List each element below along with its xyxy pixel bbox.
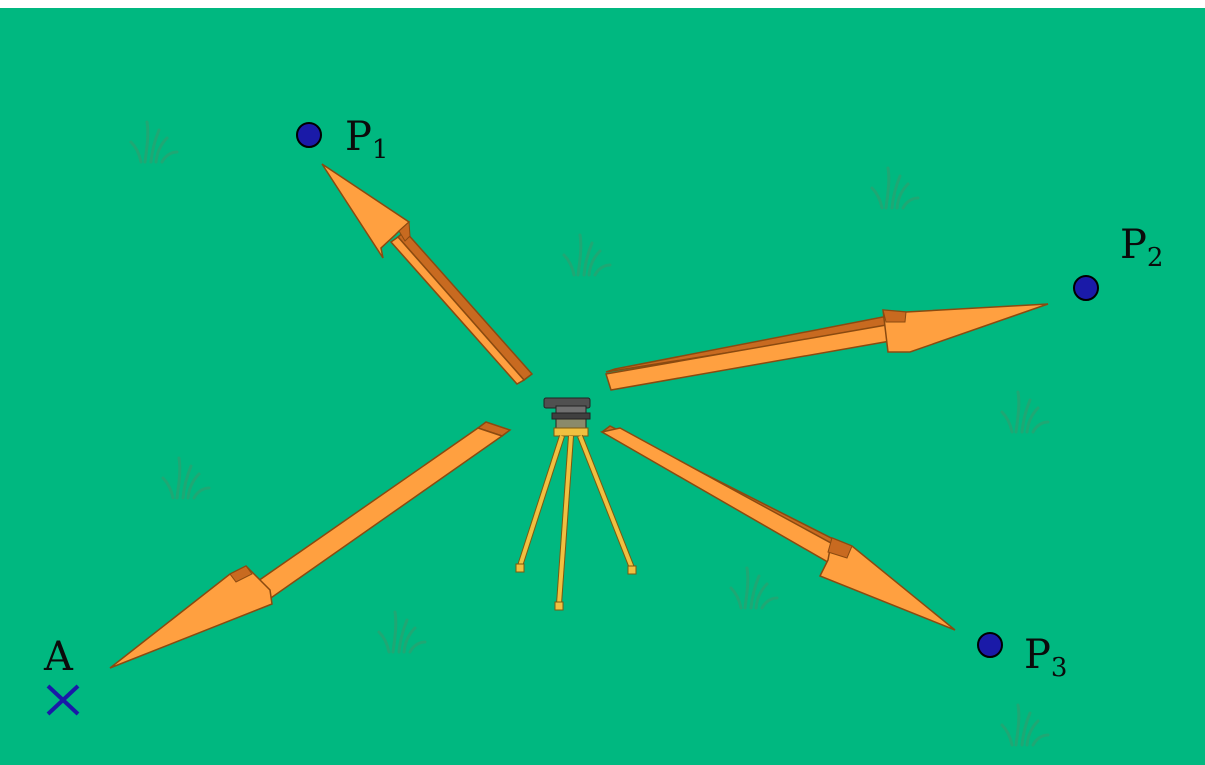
point-p1 [296,122,322,148]
point-p3 [977,632,1003,658]
arrow-to-p1 [321,163,534,385]
label-p3: P3 [1024,632,1067,683]
arrow-to-p3 [599,425,956,631]
level-on-tripod-icon [515,397,637,611]
label-p2: P2 [1120,222,1163,273]
arrow-to-a [109,421,512,669]
label-a: A [43,634,74,680]
cross-mark-icon [46,684,80,716]
point-p2 [1073,275,1099,301]
frame-top-strip [0,0,1205,8]
label-p1: P1 [345,114,388,165]
arrow-to-p2 [605,303,1049,391]
